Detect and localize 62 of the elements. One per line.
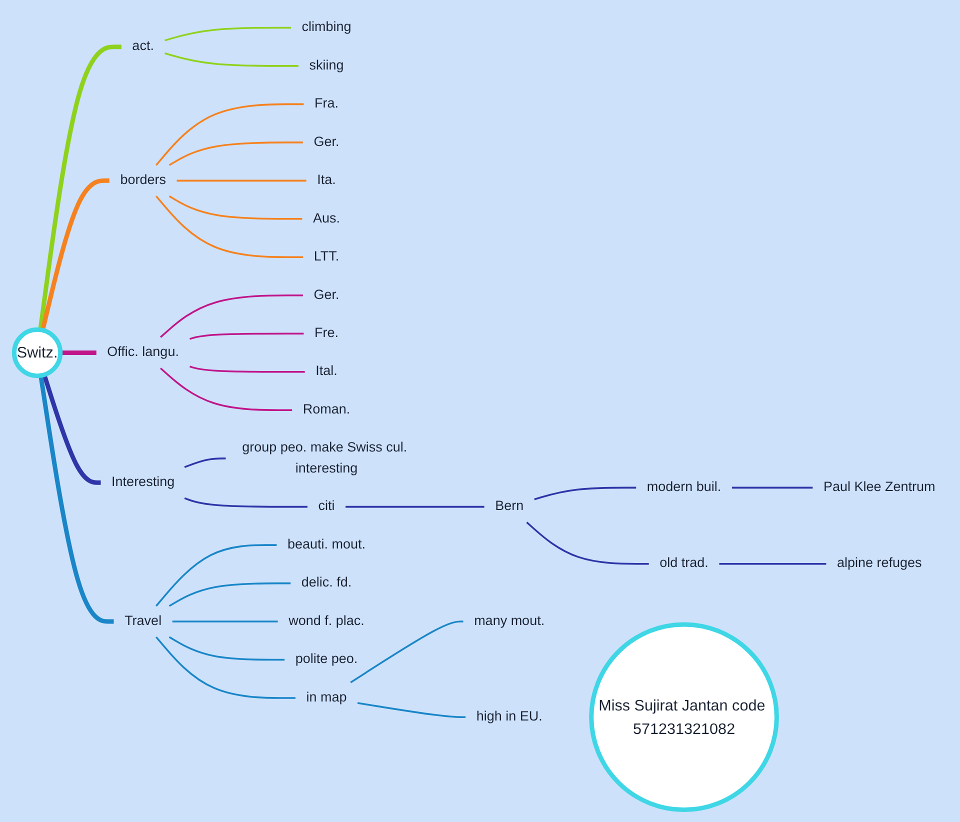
node-text: Fre. [314,325,338,341]
node-text: Fra. [314,96,338,112]
node-text: Paul Klee Zentrum [823,479,936,495]
node-text: group peo. make Swiss cul. interesting [242,440,408,476]
node-text: LTT. [314,248,339,264]
connector [732,486,813,489]
connector [357,702,466,718]
node-text: Bern [494,498,524,514]
node-text: Ger. [314,287,340,302]
connector [155,196,303,258]
node-text: Offic. langu. [107,344,179,360]
connector [168,195,302,220]
connector [164,52,298,67]
connector [719,562,826,565]
connector [155,103,304,166]
node-text: many mout. [474,613,544,629]
node-text: in map [306,690,347,705]
node-circle: Switz. [12,327,62,378]
connector [38,44,122,330]
node-text: borders [120,172,166,188]
node-text: delic. fd. [301,574,352,590]
connector [168,582,290,607]
node-text: wond f. plac. [288,613,364,629]
node-text: modern buil. [646,479,722,495]
connector [60,350,96,355]
connector [155,636,296,699]
connector [160,294,303,338]
node-text: skiing [309,58,344,73]
node-text: citi [318,498,335,514]
connector [184,497,308,508]
connector [168,636,284,661]
connector [189,332,304,340]
node-text: old trad. [660,556,708,571]
connector [164,26,291,42]
connector [40,178,110,331]
node-text: act. [132,38,154,54]
node-text: Aus. [312,210,340,226]
node-text: high in EU. [476,708,542,724]
connector [350,620,464,684]
connector [176,180,306,182]
connector [160,368,292,411]
node-text: Ital. [315,364,338,379]
connector [155,544,277,607]
node-circle: Miss Sujirat Jantan code 571231321082 [588,622,779,812]
connector [38,375,114,624]
node-text: Travel [124,613,162,629]
node-text: climbing [302,19,352,35]
node-text: alpine refuges [836,556,922,571]
connector [345,506,484,508]
node-text: Roman. [302,402,350,418]
connector [189,366,305,373]
node-text: Interesting [111,474,174,490]
connector [172,620,278,622]
connector [168,142,303,166]
node-text: Ita. [316,172,336,188]
node-text: beauti. mout. [287,536,366,552]
connector [526,522,649,565]
node-text: Ger. [314,134,340,150]
connector [534,486,636,500]
connector [184,458,226,468]
connector [42,374,101,485]
node-text: polite peo. [295,651,358,667]
